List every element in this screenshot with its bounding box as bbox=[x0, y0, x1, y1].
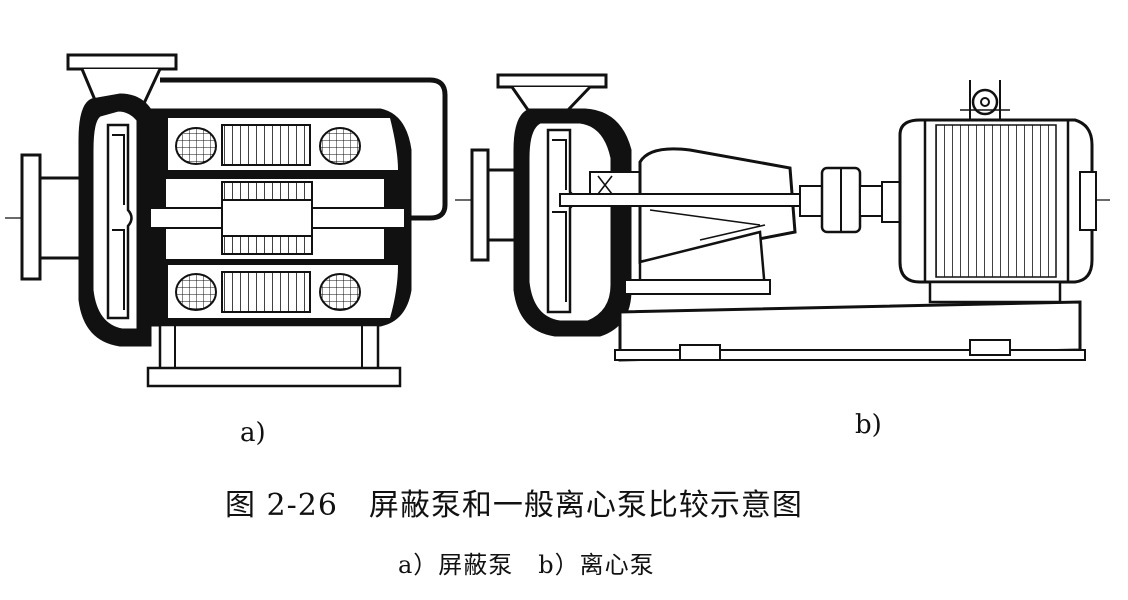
label-a: a) bbox=[240, 418, 266, 448]
centrifugal-pump-drawing bbox=[455, 73, 1110, 362]
figure-caption-title: 图 2-26 屏蔽泵和一般离心泵比较示意图 bbox=[225, 488, 803, 523]
canned-pump-drawing bbox=[5, 53, 448, 388]
figure-caption-legend: a）屏蔽泵 b）离心泵 bbox=[398, 551, 655, 579]
label-b: b) bbox=[855, 410, 882, 440]
